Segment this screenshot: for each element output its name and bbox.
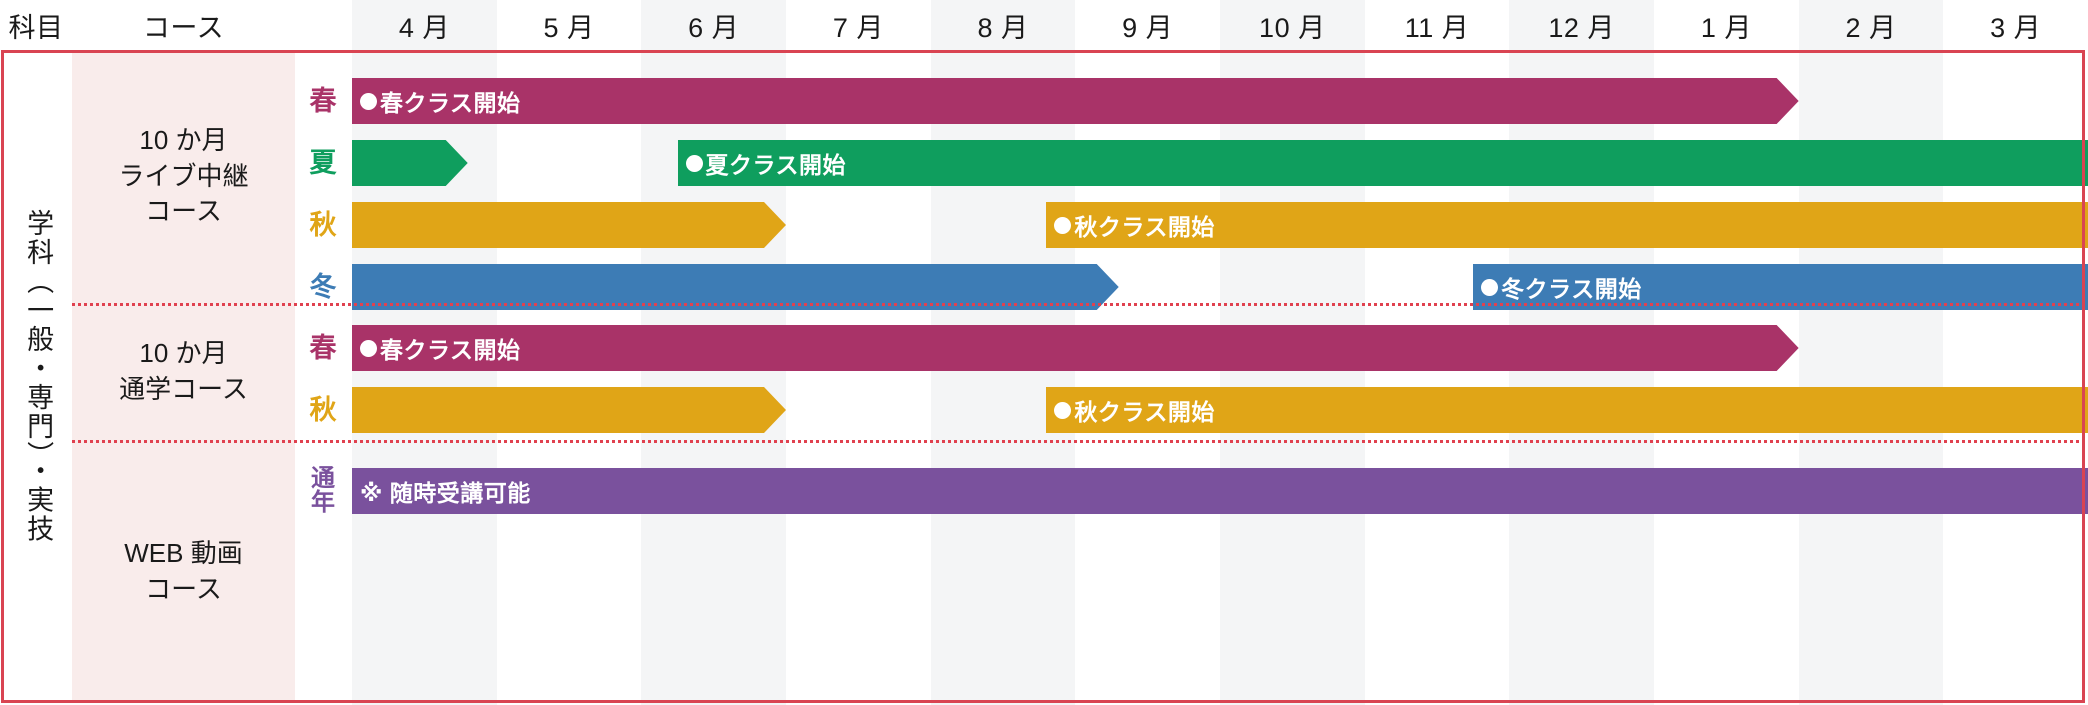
gantt-bar-label: 秋クラス開始 <box>1046 208 1215 242</box>
season-label: 通年 <box>300 464 346 516</box>
gantt-bar-label: ※ 随時受講可能 <box>360 480 531 506</box>
course-name-line: コース <box>145 196 222 227</box>
course-group: 10 か月ライブ中継コース春春クラス開始夏夏クラス開始秋秋クラス開始冬冬クラス開… <box>0 50 2088 310</box>
course-name-line: WEB 動画 <box>124 537 243 568</box>
gantt-bar-label-text: 秋クラス開始 <box>1074 399 1215 425</box>
course-name-line: 10 か月 <box>139 337 228 368</box>
course-name: 10 か月通学コース <box>72 303 295 440</box>
course-name-line: コース <box>145 573 222 604</box>
month-header-3: 6 月 <box>688 12 740 43</box>
course-name: 10 か月ライブ中継コース <box>72 50 295 303</box>
month-header-shade <box>641 0 786 50</box>
month-header-8: 11 月 <box>1404 12 1470 43</box>
season-label: 夏 <box>309 147 337 178</box>
gantt-bar: 秋クラス開始 <box>1046 387 2088 433</box>
month-header-7: 10 月 <box>1259 12 1326 43</box>
season-label-char: 通 <box>311 464 335 492</box>
month-header-shade <box>930 0 1076 50</box>
subject-label: 学科（一般・専門）・実技 <box>23 209 54 544</box>
gantt-bar: 秋クラス開始 <box>1046 202 2088 248</box>
month-header-4: 7 月 <box>832 12 884 43</box>
chart-header: 4 月 5 月 6 月 7 月 8 月 9 月 10 月 11 月 12 月 1 月 2 月 3 月 科… <box>0 0 2088 50</box>
month-header-12: 3 月 <box>1990 12 2042 43</box>
month-header-11: 2 月 <box>1845 12 1897 43</box>
month-header-9: 12 月 <box>1548 12 1615 43</box>
gantt-bar-label-text: 秋クラス開始 <box>1074 214 1215 240</box>
gantt-bar-label: 春クラス開始 <box>352 84 521 118</box>
course-group: 10 か月通学コース春春クラス開始秋秋クラス開始 <box>0 303 2088 440</box>
gantt-bar <box>352 264 1119 310</box>
bullet-dot-icon <box>360 93 377 110</box>
season-label: 冬 <box>309 271 337 302</box>
season-label: 秋 <box>309 209 337 240</box>
gantt-bar-label: 夏クラス開始 <box>678 146 847 180</box>
month-header-2: 5 月 <box>543 12 595 43</box>
course-name: WEB 動画コース <box>72 440 295 703</box>
bullet-dot-icon <box>1054 216 1072 234</box>
gantt-bar: 春クラス開始 <box>352 325 1799 371</box>
month-header-shade <box>1220 0 1365 50</box>
gantt-bar-label: 秋クラス開始 <box>1046 393 1215 427</box>
gantt-bar: 冬クラス開始 <box>1473 264 2088 310</box>
season-label: 秋 <box>309 394 337 425</box>
month-header-10: 1 月 <box>1700 12 1752 43</box>
bullet-dot-icon <box>1481 278 1499 296</box>
gantt-bar-label: 春クラス開始 <box>352 331 521 365</box>
month-header-5: 8 月 <box>977 12 1029 43</box>
bullet-dot-icon <box>685 154 703 172</box>
gantt-bar-label-text: 春クラス開始 <box>380 337 521 363</box>
course-name-line: 通学コース <box>119 373 248 404</box>
month-header-shade <box>1798 0 1944 50</box>
gantt-bar: 春クラス開始 <box>352 78 1799 124</box>
season-label-char: 年 <box>311 489 335 516</box>
gantt-bar: ※ 随時受講可能 <box>352 468 2088 514</box>
course-column-background <box>72 50 295 703</box>
bullet-dot-icon <box>360 340 377 357</box>
course-name-line: 10 か月 <box>139 124 228 155</box>
season-label: 春 <box>309 332 337 363</box>
gantt-bar-label-text: 春クラス開始 <box>380 90 521 116</box>
month-header-1: 4 月 <box>398 12 450 43</box>
month-header-shade <box>1509 0 1654 50</box>
subject-column-header: 科目 <box>8 12 64 43</box>
gantt-bar <box>352 387 786 433</box>
course-group: WEB 動画コース通年※ 随時受講可能 <box>0 440 2088 703</box>
month-header-6: 9 月 <box>1122 12 1174 43</box>
bullet-dot-icon <box>1054 401 1072 419</box>
course-column-header: コース <box>142 12 225 43</box>
month-header-shade <box>352 0 497 50</box>
gantt-bar <box>352 140 468 186</box>
gantt-bar-label-text: 冬クラス開始 <box>1501 276 1642 302</box>
course-name-line: ライブ中継 <box>118 160 249 191</box>
gantt-bar <box>352 202 786 248</box>
gantt-bar-label: 冬クラス開始 <box>1473 270 1642 304</box>
season-label: 春 <box>309 85 337 116</box>
group-separator <box>72 440 2085 443</box>
subject-column: 学科（一般・専門）・実技 <box>4 50 72 703</box>
group-separator <box>72 303 2085 306</box>
gantt-bar: 夏クラス開始 <box>677 140 2088 186</box>
gantt-bar-label-text: 夏クラス開始 <box>705 152 847 178</box>
